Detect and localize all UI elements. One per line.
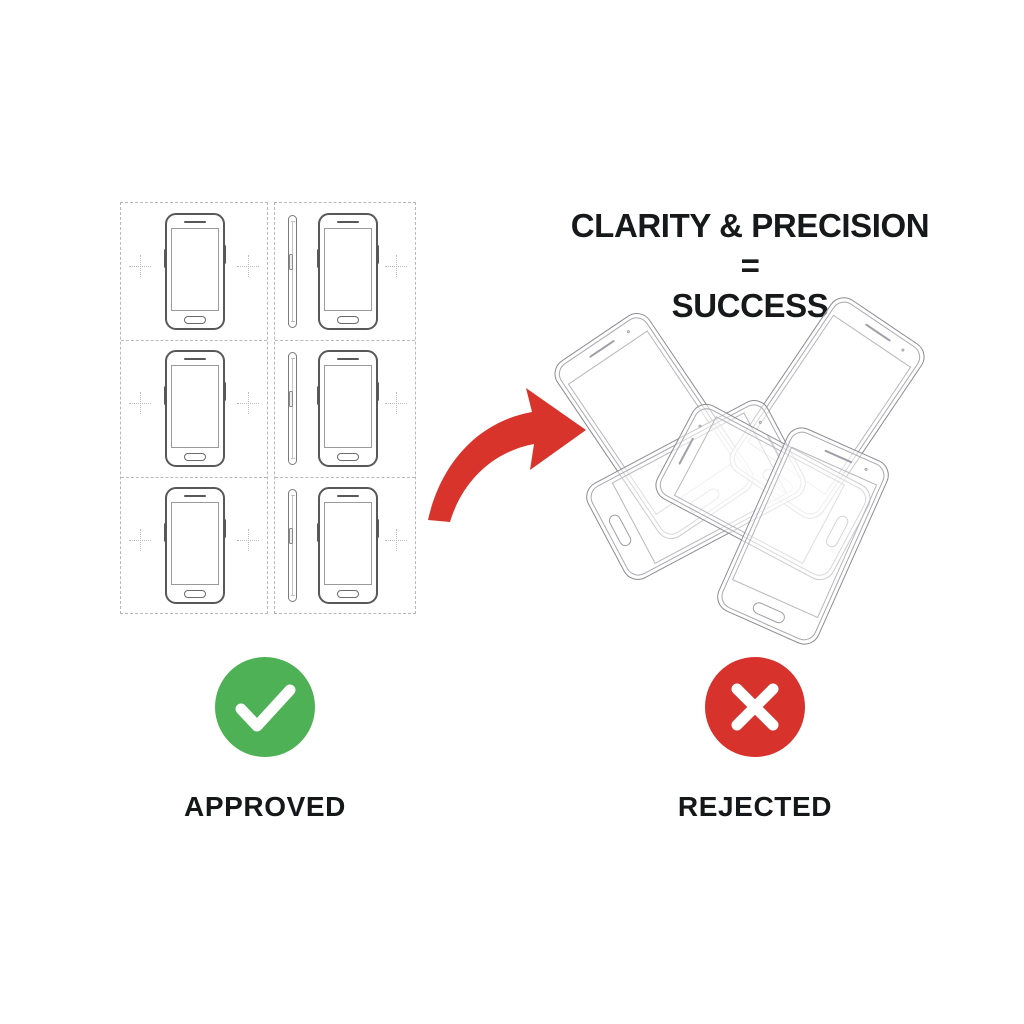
- side-button-icon: [288, 254, 293, 270]
- rejected-scatter-cluster: [548, 291, 931, 650]
- crosshair-registration-icon: [237, 255, 259, 277]
- smartphone-outline-icon: [163, 213, 227, 330]
- verdict-rejected-label: REJECTED: [677, 791, 833, 822]
- headline-line-1: CLARITY & PRECISION =: [570, 207, 930, 284]
- side-button-icon: [316, 523, 320, 542]
- home-button-icon: [337, 590, 359, 598]
- verdict-approved-label: APPROVED: [184, 791, 346, 822]
- side-button-icon: [163, 386, 167, 405]
- home-button-icon: [184, 316, 206, 324]
- side-button-icon: [223, 245, 227, 264]
- headline-line-2: SUCCESS: [671, 287, 829, 324]
- phone-screen: [171, 228, 219, 311]
- phone-screen: [324, 502, 372, 585]
- speaker-slot-icon: [184, 357, 206, 361]
- side-button-icon: [316, 249, 320, 268]
- grid-row-divider: [121, 477, 267, 478]
- home-button-icon: [184, 590, 206, 598]
- crosshair-registration-icon: [385, 392, 407, 414]
- side-button-icon: [376, 382, 380, 401]
- template-cell: [121, 203, 267, 340]
- phone-screen: [171, 365, 219, 448]
- speaker-slot-icon: [337, 357, 359, 361]
- page-title: CLARITY & PRECISION = SUCCESS: [560, 206, 940, 326]
- grid-column-left: [120, 202, 268, 614]
- crosshair-registration-icon: [385, 255, 407, 277]
- home-button-icon: [337, 316, 359, 324]
- grid-row-divider: [121, 340, 267, 341]
- verdict-rejected: REJECTED: [635, 657, 875, 823]
- side-button-icon: [316, 386, 320, 405]
- home-button-icon: [337, 453, 359, 461]
- speaker-slot-icon: [184, 494, 206, 498]
- side-button-icon: [223, 382, 227, 401]
- x-circle-icon: [705, 657, 805, 757]
- crosshair-registration-icon: [129, 255, 151, 277]
- crosshair-registration-icon: [129, 529, 151, 551]
- smartphone-side-profile-icon: [288, 352, 297, 465]
- crosshair-registration-icon: [385, 529, 407, 551]
- smartphone-outline-icon: [316, 213, 380, 330]
- template-cell: [275, 340, 415, 477]
- side-button-icon: [163, 523, 167, 542]
- crosshair-registration-icon: [129, 392, 151, 414]
- check-circle-icon: [215, 657, 315, 757]
- template-cell: [275, 203, 415, 340]
- crosshair-registration-icon: [237, 392, 259, 414]
- speaker-slot-icon: [337, 494, 359, 498]
- side-button-icon: [163, 249, 167, 268]
- smartphone-outline-icon: [163, 350, 227, 467]
- side-button-icon: [223, 519, 227, 538]
- home-button-icon: [184, 453, 206, 461]
- verdict-approved: APPROVED: [145, 657, 385, 823]
- side-button-icon: [376, 519, 380, 538]
- phone-screen: [324, 228, 372, 311]
- smartphone-side-profile-icon: [288, 489, 297, 602]
- side-button-icon: [288, 528, 293, 544]
- side-button-icon: [376, 245, 380, 264]
- smartphone-side-profile-icon: [288, 215, 297, 328]
- phone-screen: [171, 502, 219, 585]
- speaker-slot-icon: [337, 220, 359, 224]
- approved-template-grid: [120, 202, 416, 614]
- template-cell: [121, 477, 267, 614]
- speaker-slot-icon: [184, 220, 206, 224]
- side-button-icon: [288, 391, 293, 407]
- template-cell: [121, 340, 267, 477]
- smartphone-outline-icon: [316, 487, 380, 604]
- grid-column-right: [274, 202, 416, 614]
- template-cell: [275, 477, 415, 614]
- smartphone-outline-icon: [163, 487, 227, 604]
- grid-row-divider: [275, 477, 415, 478]
- phone-screen: [324, 365, 372, 448]
- grid-row-divider: [275, 340, 415, 341]
- curved-arrow-right-icon: [414, 378, 604, 526]
- crosshair-registration-icon: [237, 529, 259, 551]
- smartphone-outline-icon: [316, 350, 380, 467]
